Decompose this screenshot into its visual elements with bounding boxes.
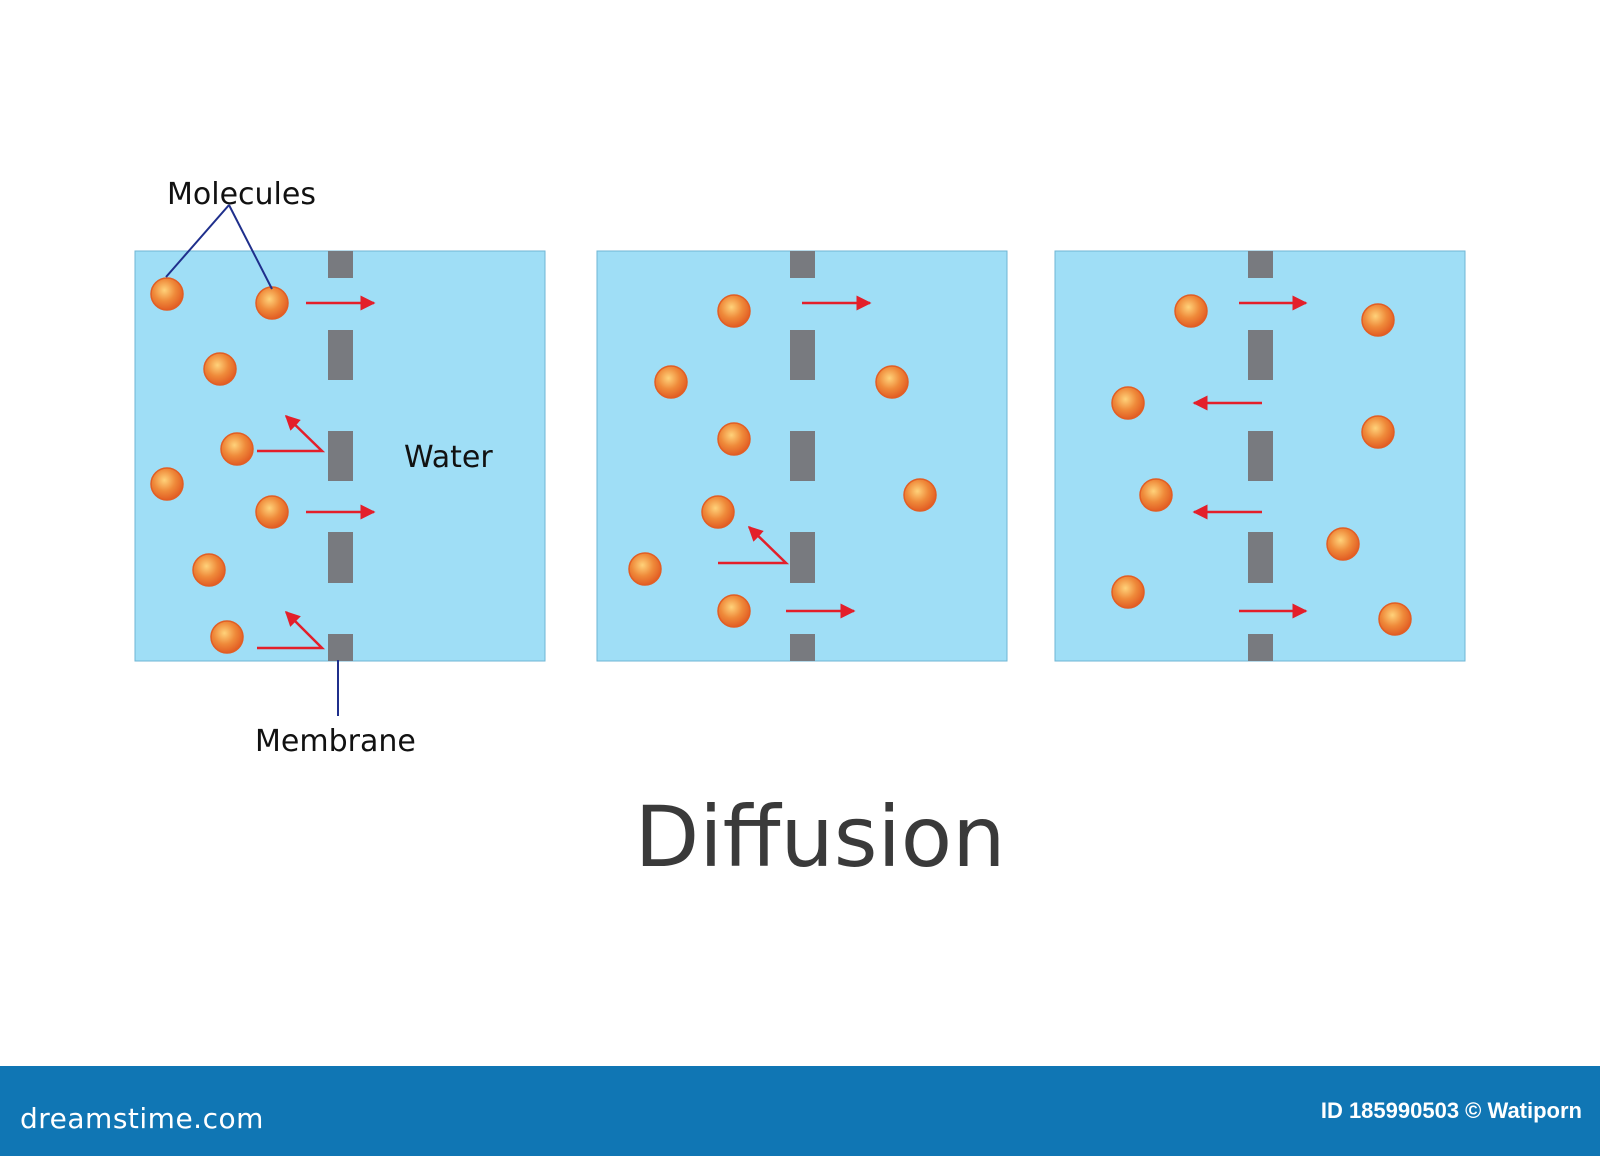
membrane-label: Membrane (255, 724, 416, 759)
water-label: Water (404, 440, 493, 475)
molecule (150, 277, 184, 311)
diffusion-diagram: Molecules Water Membrane Diffusion (134, 177, 1466, 886)
molecule (701, 495, 735, 529)
molecules-leader-lines (165, 204, 273, 290)
image-credit: ID 185990503 © Watiporn (1320, 1098, 1582, 1123)
molecule (717, 294, 751, 328)
molecules-leader-line (228, 204, 273, 290)
membrane-segment (790, 532, 815, 583)
molecule (717, 422, 751, 456)
movement-arrow (718, 525, 790, 565)
membrane-segment (328, 532, 353, 583)
membrane-segment (328, 431, 353, 481)
molecule (875, 365, 909, 399)
membrane-segment (1248, 634, 1273, 661)
molecule (1111, 575, 1145, 609)
membrane-segment (790, 330, 815, 380)
membrane-segment (328, 330, 353, 380)
molecule (1361, 415, 1395, 449)
molecule (903, 478, 937, 512)
molecule (203, 352, 237, 386)
membrane-segment (1248, 330, 1273, 380)
molecule (150, 467, 184, 501)
molecule (1174, 294, 1208, 328)
molecules-leader-line (165, 204, 230, 278)
molecule (654, 365, 688, 399)
brand-logo[interactable]: dreamstime.com (20, 1102, 264, 1135)
molecule (210, 620, 244, 654)
molecule (1361, 303, 1395, 337)
membrane-segment (790, 431, 815, 481)
membrane-segment (790, 251, 815, 278)
molecule (1378, 602, 1412, 636)
panel-1 (134, 250, 546, 662)
membrane-segment (790, 634, 815, 661)
molecule (220, 432, 254, 466)
membrane-segment (1248, 532, 1273, 583)
membrane-segment (328, 251, 353, 278)
membrane-segment (1248, 431, 1273, 481)
molecule (717, 594, 751, 628)
page-title: Diffusion (635, 788, 1006, 886)
molecule (1326, 527, 1360, 561)
molecule (628, 552, 662, 586)
molecule (1111, 386, 1145, 420)
membrane-segment (1248, 251, 1273, 278)
panels-group (134, 250, 1466, 662)
panel-3 (1054, 250, 1466, 662)
molecule (255, 286, 289, 320)
molecules-label: Molecules (167, 177, 316, 212)
movement-arrow (257, 414, 326, 453)
movement-arrow (257, 610, 326, 650)
panel-2 (596, 250, 1008, 662)
molecule (255, 495, 289, 529)
molecule (192, 553, 226, 587)
molecule (1139, 478, 1173, 512)
footer-bar: dreamstime.com ID 185990503 © Watiporn (0, 1066, 1600, 1156)
membrane-segment (328, 634, 353, 661)
